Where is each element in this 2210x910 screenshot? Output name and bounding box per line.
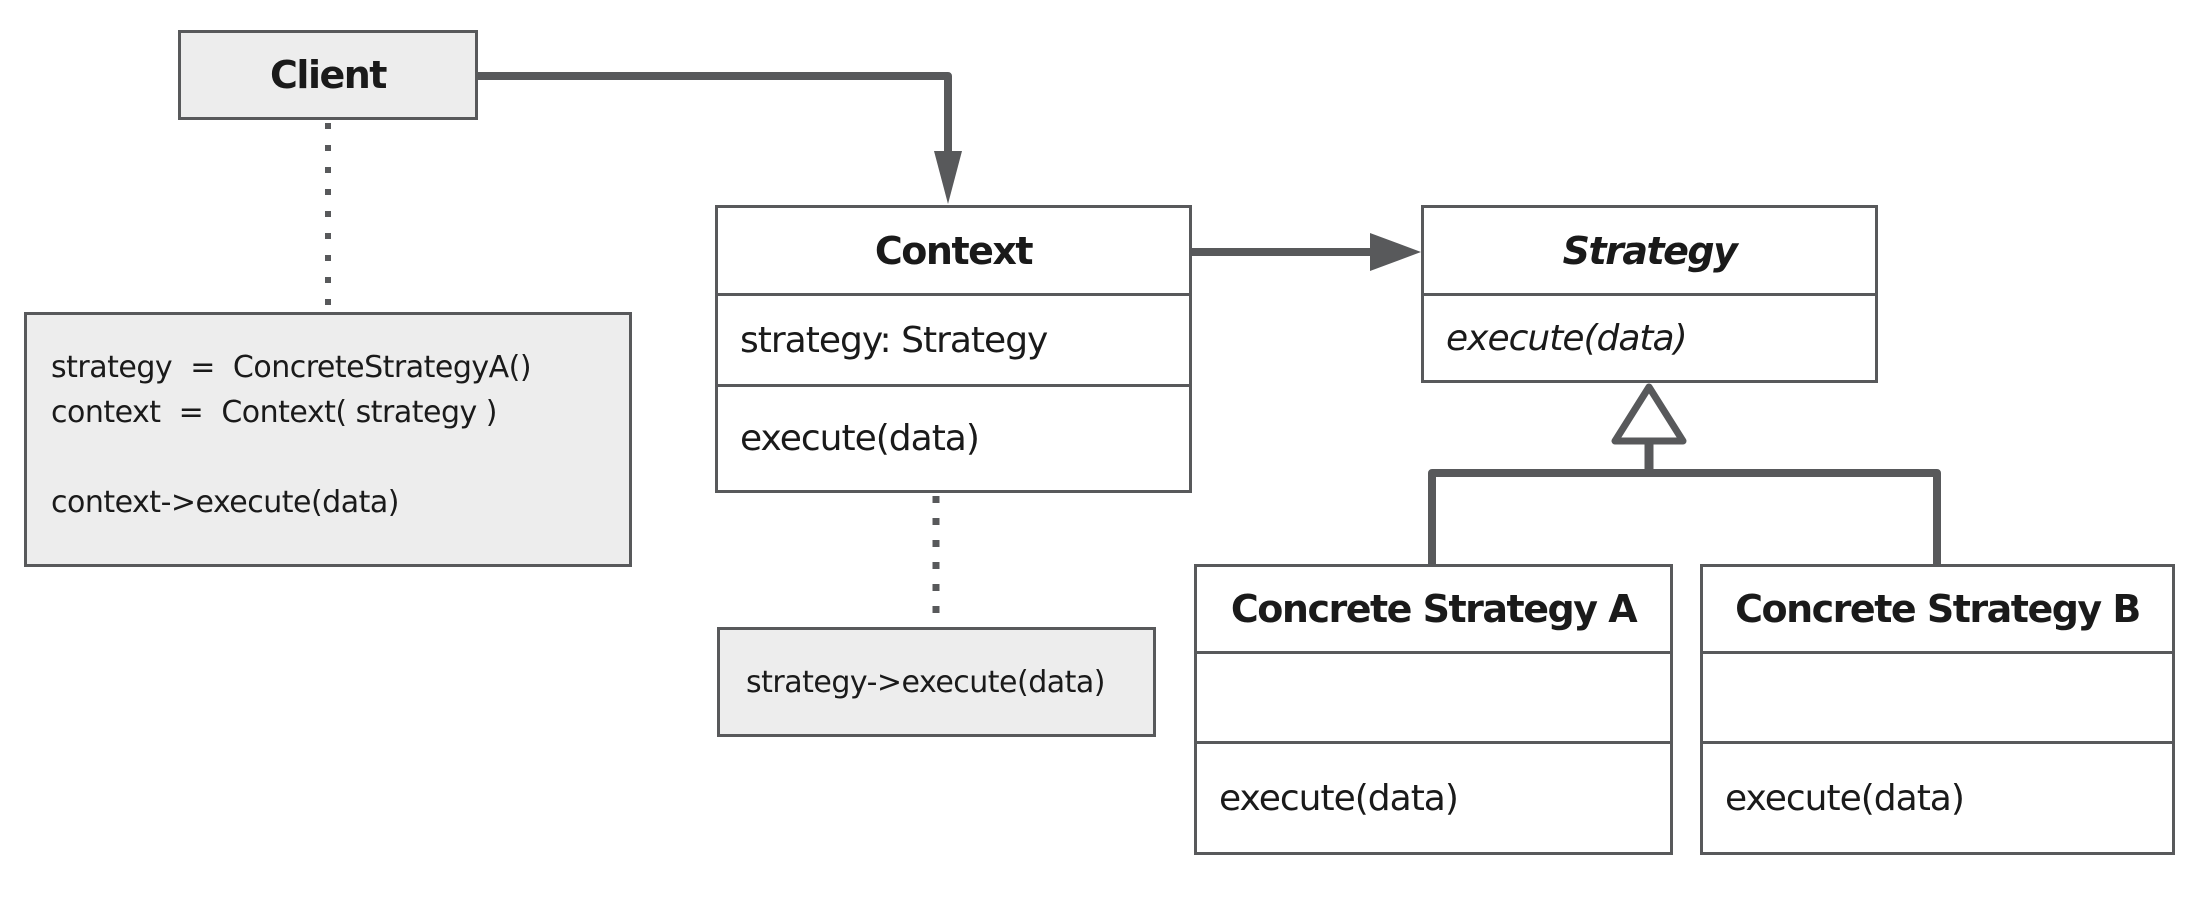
note-client-code-line: context = Context( strategy ) [51,395,497,430]
note-client-code-line: context->execute(data) [51,485,399,520]
association-client-context-arrowhead [934,151,962,204]
note-context-code-line: strategy->execute(data) [746,664,1106,700]
class-concrete-strategy-a: Concrete Strategy A execute(data) [1194,564,1673,855]
class-strategy-method: execute(data) [1424,293,1875,380]
note-context-code: strategy->execute(data) [717,627,1156,737]
class-context-title: Context [874,228,1034,273]
class-concrete-strategy-b: Concrete Strategy B execute(data) [1700,564,2175,855]
association-client-context-line [478,72,952,153]
class-client: Client [178,30,478,120]
association-context-strategy-arrowhead [1370,233,1421,271]
class-strategy: Strategy execute(data) [1421,205,1878,383]
class-concrete-strategy-a-attributes-empty [1197,651,1670,741]
class-concrete-strategy-b-attributes-empty [1703,651,2172,741]
class-strategy-title: Strategy [1562,228,1738,273]
class-concrete-strategy-a-method: execute(data) [1197,741,1670,852]
class-client-title: Client [270,53,387,97]
class-concrete-strategy-a-title: Concrete Strategy A [1230,587,1638,631]
class-context-attribute: strategy: Strategy [718,293,1189,384]
note-client-code-line: strategy = ConcreteStrategyA() [51,350,532,385]
inheritance-connector-line [1428,469,1941,564]
inheritance-triangle-icon [1611,383,1687,445]
class-context: Context strategy: Strategy execute(data) [715,205,1192,493]
class-context-method: execute(data) [718,384,1189,490]
note-client-code-line [51,435,613,480]
note-client-code: strategy = ConcreteStrategyA() context =… [24,312,632,567]
class-concrete-strategy-b-title: Concrete Strategy B [1735,587,2141,631]
class-concrete-strategy-b-method: execute(data) [1703,741,2172,852]
